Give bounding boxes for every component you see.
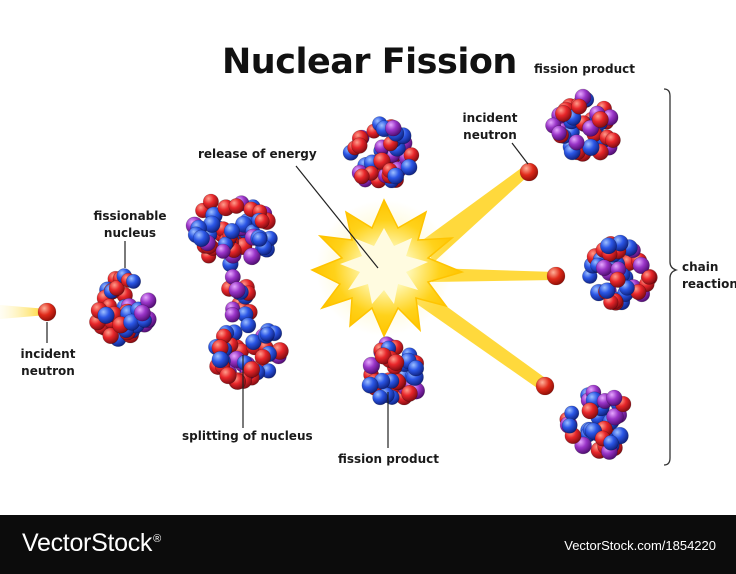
nucleon	[603, 435, 618, 450]
nucleon	[373, 390, 388, 405]
neutron-middle	[547, 267, 565, 285]
nucleon	[408, 360, 424, 376]
leader-incident-neutron-right	[512, 143, 528, 164]
nucleon	[225, 307, 240, 322]
neutron-lower	[536, 377, 554, 395]
nucleon	[253, 232, 267, 246]
neutron-incoming	[38, 303, 56, 321]
splitting-nucleus-top	[186, 194, 278, 272]
nucleon	[362, 377, 378, 393]
label-release-of-energy: release of energy	[198, 146, 317, 163]
label-fission-product-top: fission product	[534, 61, 635, 78]
nucleon	[610, 272, 626, 288]
fissionable-nucleus	[89, 269, 156, 347]
nucleon	[260, 327, 275, 342]
nucleon	[401, 385, 417, 401]
nucleon	[352, 138, 368, 154]
nucleon	[126, 274, 140, 288]
label-incident-neutron-left: incident neutron	[14, 346, 82, 380]
nucleon	[388, 354, 404, 370]
label-line: fissionable	[86, 208, 174, 225]
page-title: Nuclear Fission	[222, 42, 512, 82]
brand-logo[interactable]: VectorStock®	[22, 529, 161, 558]
nucleon	[224, 223, 240, 239]
nucleon	[193, 230, 210, 247]
nucleon	[220, 367, 237, 384]
nucleon	[229, 282, 246, 299]
label-line: nucleus	[86, 225, 174, 242]
nucleon	[552, 126, 567, 141]
nucleon	[354, 169, 369, 184]
label-chain-reaction: chain reaction	[682, 259, 736, 293]
nucleon	[592, 111, 608, 127]
label-splitting-of-nucleus: splitting of nucleus	[182, 428, 313, 445]
fission-product-right-bottom	[560, 385, 631, 460]
nucleon	[98, 307, 115, 324]
nucleon	[596, 260, 612, 276]
nucleon	[255, 214, 270, 229]
nucleon	[241, 318, 256, 333]
label-incident-neutron-right: incident neutron	[457, 110, 523, 144]
nucleon	[385, 120, 401, 136]
fission-product-upper	[343, 117, 419, 189]
nucleon	[569, 135, 585, 151]
nucleon	[216, 244, 231, 259]
nucleon	[244, 361, 260, 377]
nucleon	[642, 270, 656, 284]
splitting-nucleus-bottom	[208, 318, 288, 390]
fission-product-right-middle	[582, 235, 657, 310]
fission-product-right-top	[546, 89, 621, 161]
fission-product-lower	[362, 337, 425, 405]
label-line: neutron	[14, 363, 82, 380]
label-line: reaction	[682, 276, 736, 293]
nucleon	[255, 349, 271, 365]
footer-bar: VectorStock® VectorStock.com/1854220	[0, 515, 736, 574]
nucleon	[582, 403, 598, 419]
nucleon	[555, 105, 571, 121]
nucleon	[388, 168, 404, 184]
label-fissionable-nucleus: fissionable nucleus	[86, 208, 174, 242]
stock-id: VectorStock.com/1854220	[564, 538, 716, 553]
nucleon	[562, 418, 577, 433]
nucleon	[583, 139, 600, 156]
nucleon	[606, 390, 622, 406]
chain-reaction-brace	[664, 89, 676, 465]
brand-name: VectorStock	[22, 529, 152, 557]
nucleon	[212, 351, 229, 368]
label-line: chain	[682, 259, 736, 276]
splitting-nucleus-neck	[221, 269, 257, 322]
label-line: neutron	[457, 127, 523, 144]
nucleon	[571, 99, 586, 114]
nucleon	[600, 238, 616, 254]
nucleon	[134, 305, 150, 321]
registered-mark: ®	[153, 533, 161, 545]
label-fission-product-bottom: fission product	[338, 451, 439, 468]
nucleon	[229, 198, 244, 213]
label-line: incident	[14, 346, 82, 363]
nucleon	[565, 406, 579, 420]
nucleon	[605, 133, 620, 148]
label-line: incident	[457, 110, 523, 127]
neutron-upper	[520, 163, 538, 181]
